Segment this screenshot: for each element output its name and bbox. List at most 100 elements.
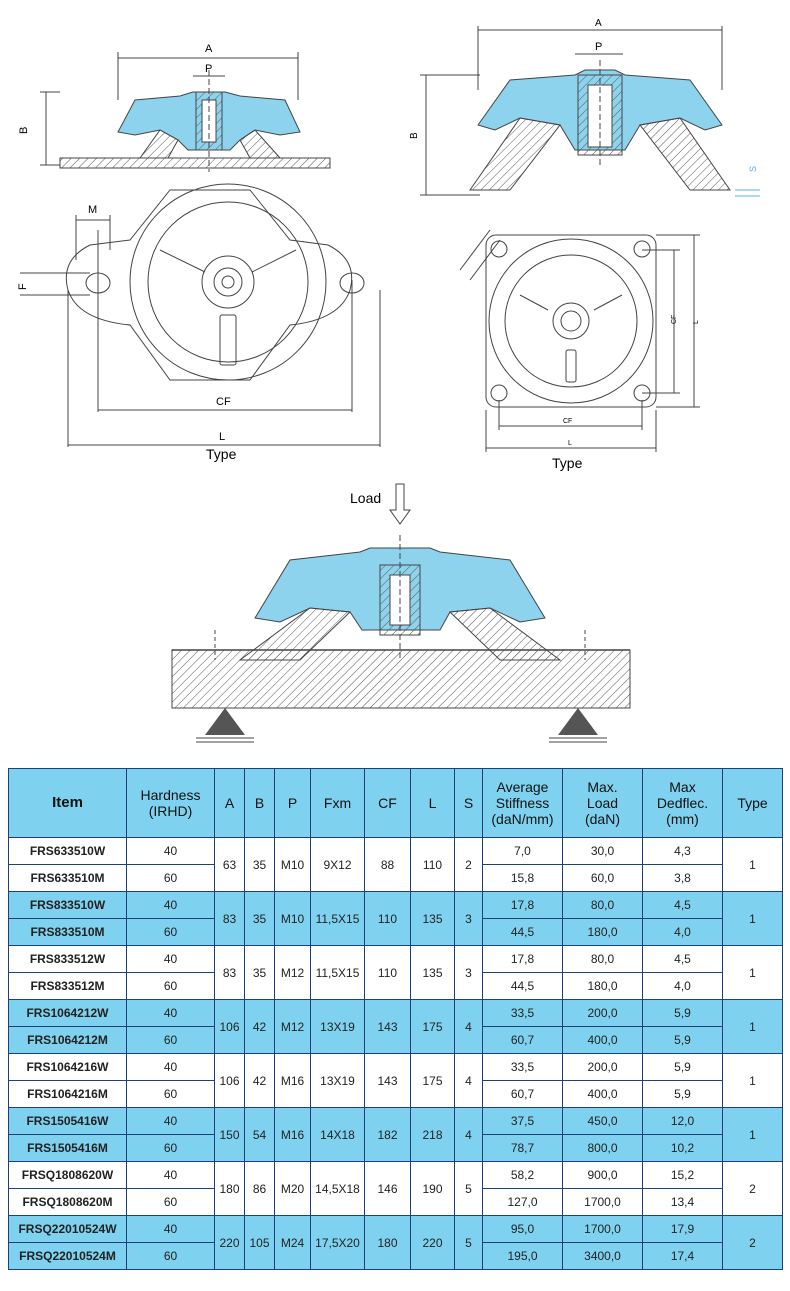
table-cell: 4 bbox=[454, 999, 483, 1054]
table-cell: 106 bbox=[214, 1053, 245, 1108]
table-cell: 1 bbox=[722, 1053, 783, 1108]
table-cell: FRS833512W bbox=[8, 945, 127, 973]
table-cell: 127,0 bbox=[482, 1188, 563, 1216]
table-cell: 4,0 bbox=[642, 918, 723, 946]
table-cell: 2 bbox=[454, 837, 483, 892]
dim-label-f: F bbox=[17, 283, 29, 290]
table-cell: 190 bbox=[410, 1161, 455, 1216]
table-cell: 80,0 bbox=[562, 945, 643, 973]
table-cell: 143 bbox=[364, 1053, 411, 1108]
column-header: Max.Load(daN) bbox=[562, 768, 643, 838]
table-cell: FRS833512M bbox=[8, 972, 127, 1000]
table-cell: 40 bbox=[126, 945, 215, 973]
table-cell: 1 bbox=[722, 891, 783, 946]
table-cell: FRSQ22010524M bbox=[8, 1242, 127, 1270]
table-cell: 5,9 bbox=[642, 1053, 723, 1081]
table-cell: 175 bbox=[410, 1053, 455, 1108]
table-cell: 3 bbox=[454, 945, 483, 1000]
column-header: Item bbox=[8, 768, 127, 838]
table-cell: 182 bbox=[364, 1107, 411, 1162]
table-cell: 60 bbox=[126, 1242, 215, 1270]
table-cell: 60 bbox=[126, 864, 215, 892]
table-cell: 35 bbox=[244, 945, 275, 1000]
table-cell: 135 bbox=[410, 945, 455, 1000]
load-label: Load bbox=[350, 490, 381, 506]
table-cell: 5,9 bbox=[642, 1080, 723, 1108]
table-cell: 60,0 bbox=[562, 864, 643, 892]
table-cell: 220 bbox=[410, 1215, 455, 1270]
column-header: Type bbox=[722, 768, 783, 838]
table-cell: 200,0 bbox=[562, 999, 643, 1027]
table-cell: 1700,0 bbox=[562, 1215, 643, 1243]
column-header: A bbox=[214, 768, 245, 838]
table-cell: 17,5X20 bbox=[310, 1215, 365, 1270]
table-cell: 4 bbox=[454, 1107, 483, 1162]
table-cell: 44,5 bbox=[482, 918, 563, 946]
table-cell: 86 bbox=[244, 1161, 275, 1216]
column-header: B bbox=[244, 768, 275, 838]
column-header: Fxm bbox=[310, 768, 365, 838]
table-cell: 40 bbox=[126, 837, 215, 865]
table-cell: 1 bbox=[722, 1107, 783, 1162]
table-cell: 60 bbox=[126, 1134, 215, 1162]
type-label-2: Type bbox=[552, 455, 583, 471]
table-cell: 15,2 bbox=[642, 1161, 723, 1189]
table-cell: 9X12 bbox=[310, 837, 365, 892]
table-cell: 17,8 bbox=[482, 945, 563, 973]
table-cell: 135 bbox=[410, 891, 455, 946]
dim-label-m: M bbox=[88, 204, 97, 216]
table-cell: 4,3 bbox=[642, 837, 723, 865]
table-cell: 400,0 bbox=[562, 1026, 643, 1054]
table-cell: 4,5 bbox=[642, 891, 723, 919]
table-cell: 42 bbox=[244, 1053, 275, 1108]
table-cell: M12 bbox=[274, 945, 311, 1000]
table-cell: 110 bbox=[410, 837, 455, 892]
table-cell: 7,0 bbox=[482, 837, 563, 865]
table-cell: 60,7 bbox=[482, 1026, 563, 1054]
table-cell: 17,8 bbox=[482, 891, 563, 919]
dim-label-b-type2: B bbox=[409, 132, 420, 139]
table-cell: 4,0 bbox=[642, 972, 723, 1000]
column-header: P bbox=[274, 768, 311, 838]
table-cell: FRS833510W bbox=[8, 891, 127, 919]
table-cell: 40 bbox=[126, 1053, 215, 1081]
table-cell: M16 bbox=[274, 1107, 311, 1162]
support-right-icon bbox=[549, 708, 607, 743]
table-cell: 10,2 bbox=[642, 1134, 723, 1162]
table-cell: 30,0 bbox=[562, 837, 643, 865]
table-cell: FRS833510M bbox=[8, 918, 127, 946]
dim-label-b: B bbox=[18, 127, 30, 134]
table-cell: 40 bbox=[126, 1107, 215, 1135]
table-cell: 17,4 bbox=[642, 1242, 723, 1270]
table-cell: 17,9 bbox=[642, 1215, 723, 1243]
table-cell: 60 bbox=[126, 1188, 215, 1216]
table-cell: 4,5 bbox=[642, 945, 723, 973]
table-cell: 150 bbox=[214, 1107, 245, 1162]
dim-label-l-type2-vertical: L bbox=[693, 320, 700, 324]
table-cell: 60 bbox=[126, 1026, 215, 1054]
table-cell: 175 bbox=[410, 999, 455, 1054]
table-cell: 180,0 bbox=[562, 918, 643, 946]
table-cell: 1 bbox=[722, 837, 783, 892]
table-cell: 2 bbox=[722, 1161, 783, 1216]
table-cell: FRSQ1808620W bbox=[8, 1161, 127, 1189]
table-cell: M10 bbox=[274, 891, 311, 946]
table-cell: 1700,0 bbox=[562, 1188, 643, 1216]
dim-label-l: L bbox=[219, 431, 225, 443]
table-cell: FRSQ1808620M bbox=[8, 1188, 127, 1216]
table-cell: 2 bbox=[722, 1215, 783, 1270]
column-header: CF bbox=[364, 768, 411, 838]
support-left-icon bbox=[196, 708, 254, 743]
table-cell: 88 bbox=[364, 837, 411, 892]
